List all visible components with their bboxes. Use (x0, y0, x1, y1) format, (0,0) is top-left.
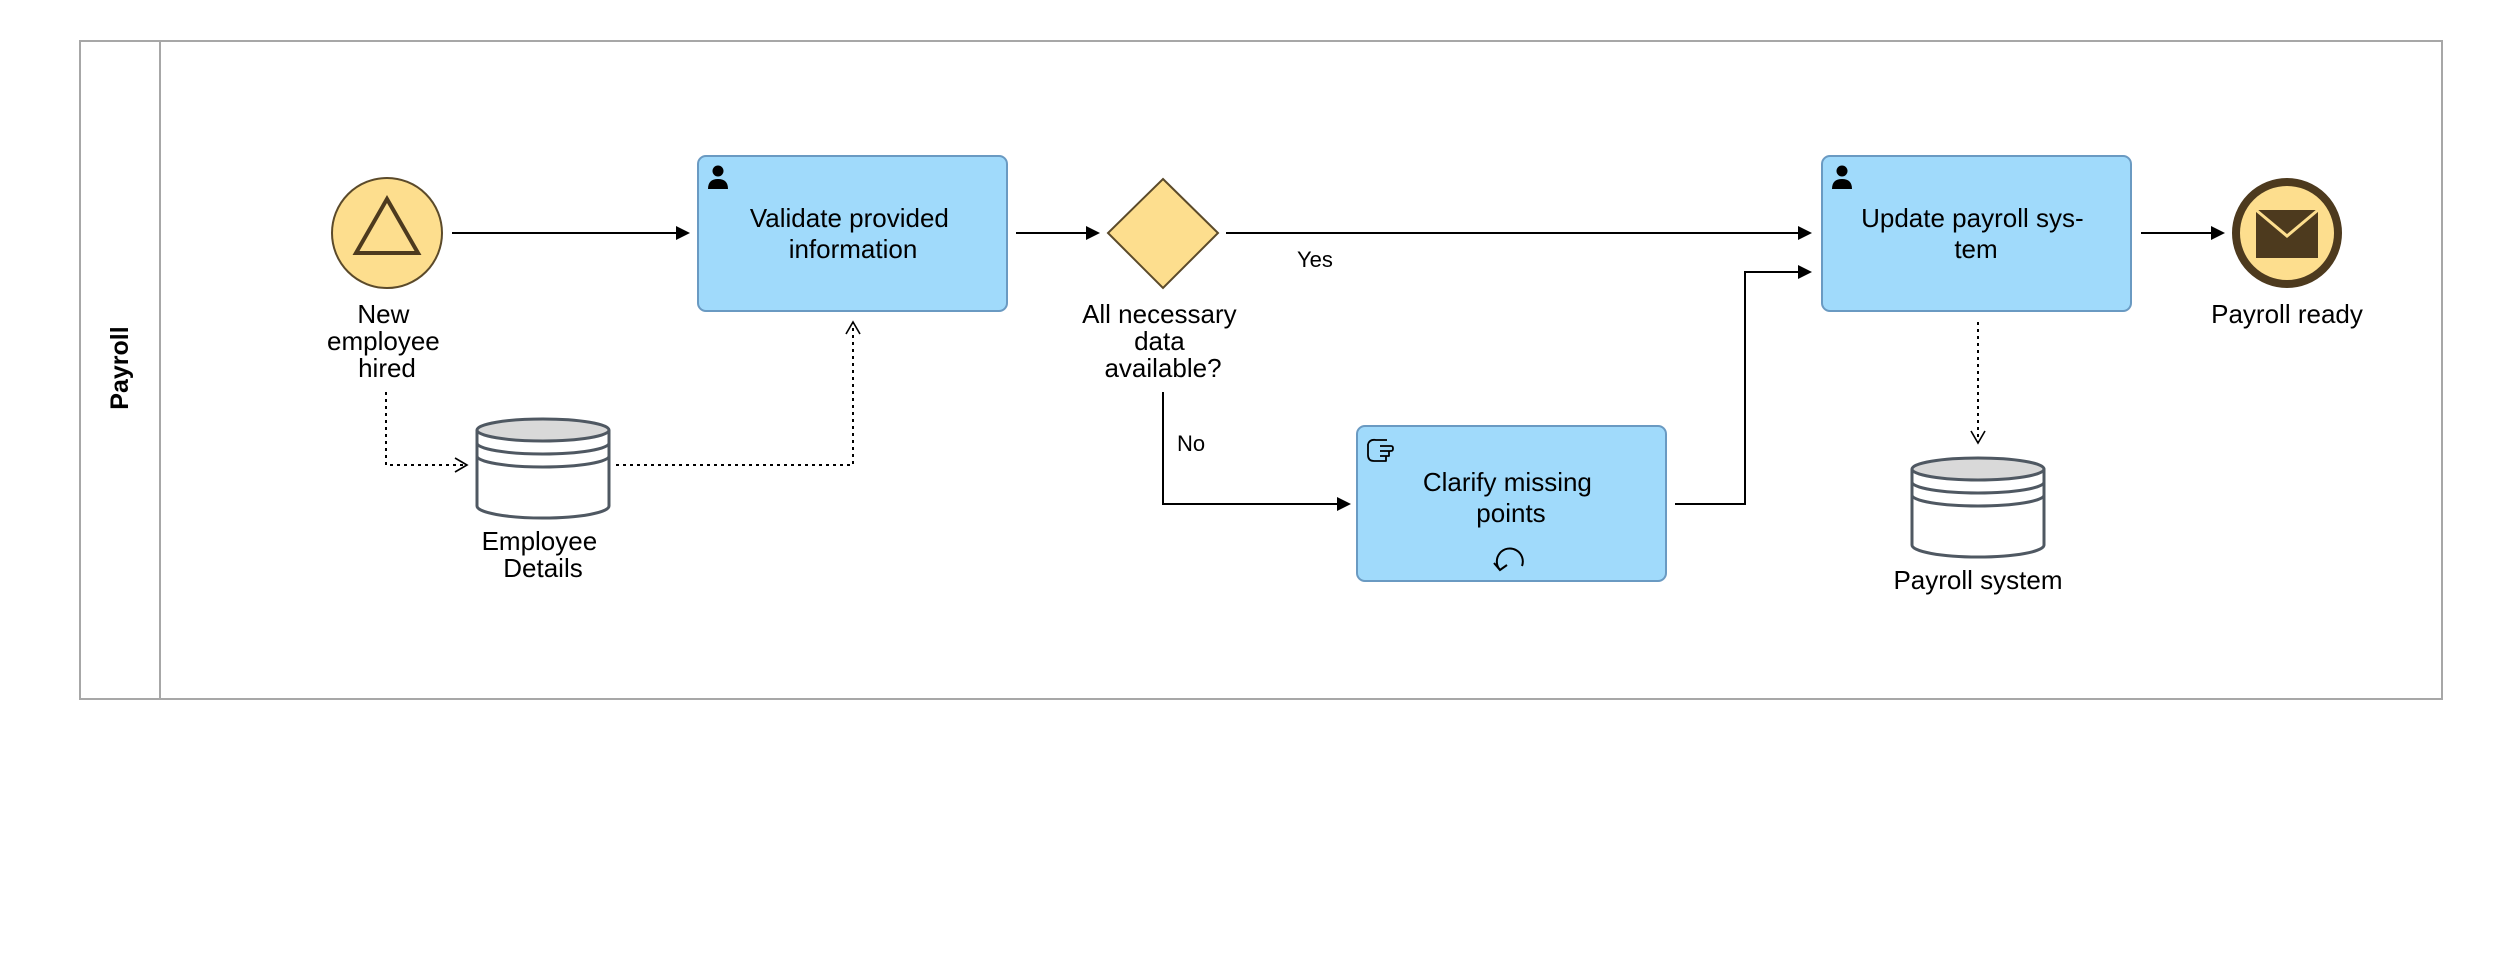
datastore-payroll-body[interactable] (1910, 469, 2046, 559)
flow-gateway-no-to-clarify[interactable] (1162, 392, 1351, 511)
datastore-payroll-top (1910, 456, 2046, 482)
task-clarify-box[interactable] (1356, 425, 1667, 582)
end-event-label: Payroll ready (2211, 299, 2363, 329)
start-event-label-line-2: employee (327, 326, 440, 356)
yes-flow-label: Yes (1297, 247, 1333, 272)
flow-clarify-to-update[interactable] (1675, 265, 1812, 505)
start-event-label: New employee hired (327, 299, 447, 383)
gateway-label-line-3: available? (1104, 353, 1221, 383)
association-start-to-employee-details[interactable] (385, 392, 469, 473)
task-validate-label-line-2: information (789, 234, 918, 264)
signal-triangle-icon (352, 194, 422, 255)
user-icon (1832, 165, 1852, 189)
task-update-label: Update payroll sys- tem (1861, 203, 2091, 264)
sequence-flows: Yes No (452, 226, 2225, 511)
task-update-label-line-2: tem (1954, 234, 1997, 264)
datastore-employee-body[interactable] (475, 430, 611, 520)
start-event-label-line-3: hired (358, 353, 416, 383)
task-update[interactable]: Update payroll sys- tem (1821, 155, 2132, 312)
start-event[interactable]: New employee hired (327, 177, 447, 383)
task-clarify-label-line-1: Clarify missing (1423, 467, 1592, 497)
start-event-circle[interactable] (331, 177, 443, 289)
pool: Payroll (79, 40, 2443, 700)
datastore-employee-label-line-2: Details (503, 553, 582, 583)
task-validate[interactable]: Validate provided information (697, 155, 1008, 312)
user-icon (708, 165, 728, 189)
loop-icon (1493, 547, 1524, 572)
lane-title[interactable]: Payroll (106, 326, 134, 409)
datastore-employee-details[interactable]: Employee Details (475, 417, 611, 583)
gateway-label-line-1: All necessary (1082, 299, 1237, 329)
datastore-employee-top (475, 417, 611, 443)
task-clarify-label-line-2: points (1476, 498, 1545, 528)
association-employee-details-to-validate[interactable] (616, 320, 861, 466)
task-clarify[interactable]: Clarify missing points (1356, 425, 1667, 582)
task-update-box[interactable] (1821, 155, 2132, 312)
data-associations (385, 320, 1986, 473)
datastore-employee-label: Employee Details (482, 526, 605, 583)
message-envelope-icon (2255, 208, 2319, 258)
start-event-label-line-1: New (357, 299, 409, 329)
manual-hand-icon (1367, 438, 1394, 462)
end-event[interactable]: Payroll ready (2211, 178, 2363, 329)
task-validate-label-line-1: Validate provided (750, 203, 949, 233)
no-flow-label: No (1177, 431, 1205, 456)
datastore-employee-label-line-1: Employee (482, 526, 598, 556)
datastore-payroll-label: Payroll system (1893, 565, 2062, 595)
task-update-label-line-1: Update payroll sys- (1861, 203, 2084, 233)
gateway[interactable]: All necessary data available? (1082, 177, 1244, 383)
task-clarify-label: Clarify missing points (1423, 467, 1599, 528)
task-validate-box[interactable] (697, 155, 1008, 312)
gateway-label: All necessary data available? (1082, 299, 1244, 383)
task-validate-label: Validate provided information (750, 203, 956, 264)
exclusive-gateway-diamond[interactable] (1106, 177, 1220, 290)
datastore-payroll-system[interactable]: Payroll system (1893, 456, 2063, 595)
gateway-label-line-2: data (1134, 326, 1185, 356)
pool-border (79, 40, 2443, 700)
